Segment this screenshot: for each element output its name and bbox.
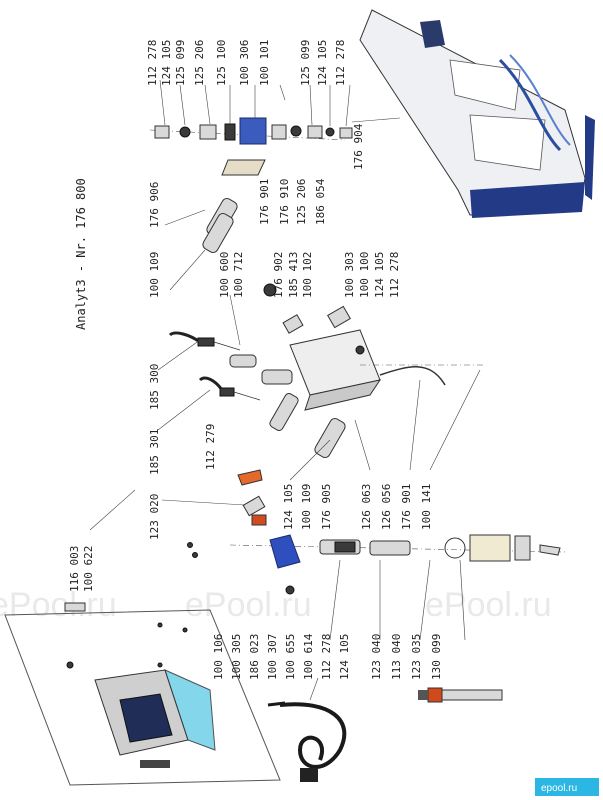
diagram-title: Analyt3 - Nr. 176 800 <box>74 178 88 330</box>
label-124105-a: 124 105 <box>160 40 173 86</box>
label-185300: 185 300 <box>148 364 161 410</box>
label-130099: 130 099 <box>430 634 443 680</box>
label-185301: 185 301 <box>148 429 161 475</box>
label-100109-a: 100 109 <box>148 252 161 298</box>
top-fitting-assembly <box>149 117 353 176</box>
label-100101: 100 101 <box>258 40 271 86</box>
label-124105-b: 124 105 <box>316 40 329 86</box>
label-186054: 186 054 <box>314 178 327 225</box>
label-176902: 176 902 <box>272 252 285 298</box>
label-125100: 125 100 <box>215 40 228 86</box>
label-125206-a: 125 206 <box>193 40 206 86</box>
label-125099-b: 125 099 <box>299 40 312 86</box>
label-126056: 126 056 <box>380 484 393 530</box>
label-100307: 100 307 <box>266 634 279 680</box>
screws <box>66 542 295 669</box>
label-124105-e: 124 105 <box>338 634 351 680</box>
bracket-116003 <box>64 602 86 612</box>
label-123020: 123 020 <box>148 494 161 540</box>
watermark-left: ePool.ru <box>0 586 117 624</box>
label-176905: 176 905 <box>320 484 333 530</box>
label-100614: 100 614 <box>302 633 315 680</box>
cartridge-176905b <box>314 418 346 458</box>
label-185413: 185 413 <box>287 252 300 298</box>
flow-cell-block <box>229 283 485 411</box>
electrode-185300 <box>168 331 241 351</box>
filter-cartridge-176906 <box>202 198 238 253</box>
label-100106: 100 106 <box>212 634 225 680</box>
label-113040: 113 040 <box>390 634 403 680</box>
label-125206-b: 125 206 <box>295 179 308 225</box>
label-100109-b: 100 109 <box>300 484 313 530</box>
label-176901-b: 176 901 <box>400 484 413 530</box>
label-126063: 126 063 <box>360 484 373 530</box>
part-labels: 112 278 124 105 125 099 125 206 125 100 … <box>68 40 443 680</box>
label-176904: 176 904 <box>352 123 365 170</box>
front-cover-176904 <box>359 9 595 218</box>
label-124105-c: 124 105 <box>373 252 386 298</box>
watermark-right: ePool.ru <box>425 586 552 624</box>
sensor-probe-130099 <box>418 687 503 703</box>
label-186023: 186 023 <box>248 634 261 680</box>
cartridge-176905a <box>269 393 299 431</box>
label-124105-d: 124 105 <box>282 484 295 530</box>
power-cable <box>267 701 347 782</box>
label-100303: 100 303 <box>343 252 356 298</box>
label-125099-a: 125 099 <box>174 40 187 86</box>
label-112278-a: 112 278 <box>146 40 159 86</box>
leader-lines <box>89 79 481 701</box>
brand-badge: epool.ru <box>535 778 599 796</box>
valve-123020 <box>237 469 267 526</box>
label-100102: 100 102 <box>301 252 314 298</box>
label-176906: 176 906 <box>148 182 161 228</box>
label-176910: 176 910 <box>278 179 291 225</box>
label-116003: 116 003 <box>68 546 81 592</box>
electrode-185301 <box>198 376 261 401</box>
label-123035: 123 035 <box>410 634 423 680</box>
label-112278-b: 112 278 <box>334 40 347 86</box>
label-100622: 100 622 <box>82 546 95 592</box>
label-100306: 100 306 <box>238 40 251 86</box>
base-plate <box>4 609 281 786</box>
label-100141: 100 141 <box>420 484 433 530</box>
label-100600: 100 600 <box>218 252 231 298</box>
label-100655: 100 655 <box>284 634 297 680</box>
label-112278-d: 112 278 <box>320 634 333 680</box>
label-176901-a: 176 901 <box>258 179 271 225</box>
brand-badge-text: epool.ru <box>541 783 577 794</box>
flow-meter-assembly <box>229 534 566 569</box>
label-100712: 100 712 <box>232 252 245 298</box>
label-123040: 123 040 <box>370 634 383 680</box>
label-100100: 100 100 <box>358 252 371 298</box>
controller-housing <box>94 669 216 768</box>
label-112279: 112 279 <box>204 424 217 470</box>
label-100305: 100 305 <box>230 634 243 680</box>
label-112278-c: 112 278 <box>388 252 401 298</box>
